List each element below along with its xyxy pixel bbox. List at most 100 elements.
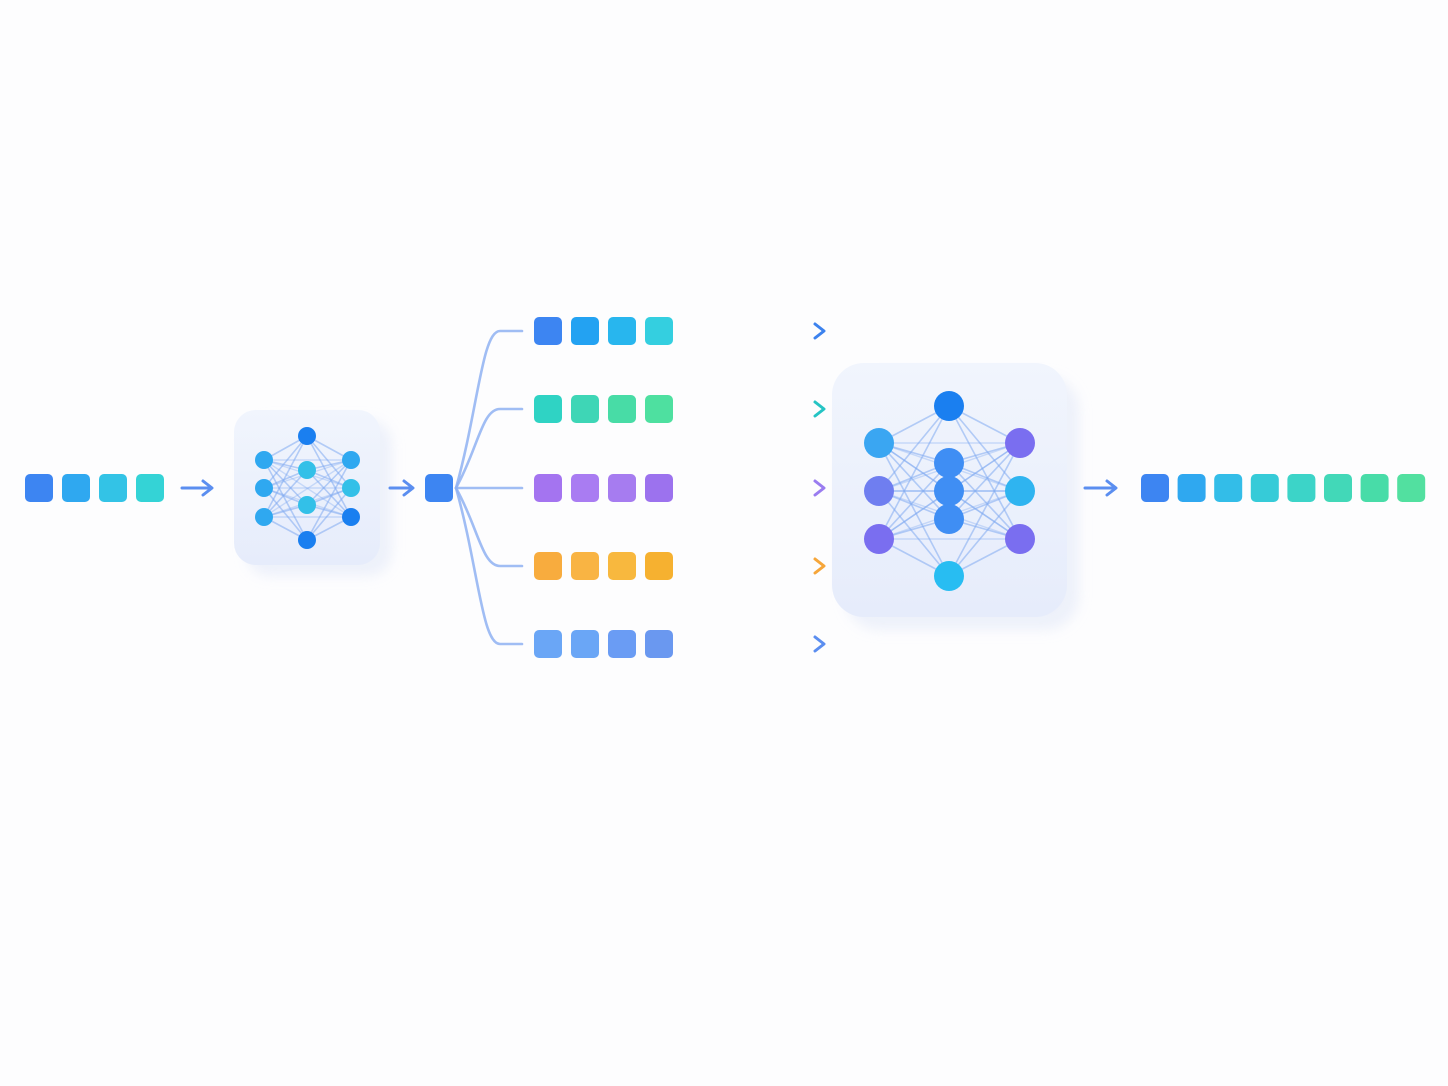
network-edge [878, 442, 950, 520]
branch-arrow-head [813, 322, 826, 340]
output-token [1324, 474, 1352, 502]
branch-connectors [454, 329, 524, 646]
branch-token [534, 630, 562, 658]
network-node [298, 496, 316, 514]
branch-token [571, 317, 599, 345]
branch-token [534, 395, 562, 423]
branch-token [608, 395, 636, 423]
network-edge [948, 462, 1021, 540]
arrow-line-head [1105, 479, 1118, 497]
network-edge [878, 405, 950, 540]
input-token [25, 474, 53, 502]
neural-network-icon [255, 427, 360, 549]
network-edge [878, 442, 950, 577]
branch-arrow-head [813, 400, 826, 418]
branch-token [571, 552, 599, 580]
branch-token [571, 630, 599, 658]
network-edge [263, 459, 352, 518]
network-edge [263, 459, 352, 518]
branch-arrow-head [813, 635, 826, 653]
output-token [1177, 474, 1206, 502]
branch-row [534, 630, 826, 658]
network-node [255, 508, 273, 526]
branch-token [645, 630, 673, 658]
input-token [136, 474, 164, 502]
neural-network-icon [864, 391, 1035, 591]
network-node [342, 508, 360, 526]
network-node [255, 451, 273, 469]
network-edge [263, 435, 308, 518]
network-node [298, 427, 316, 445]
network-edge [306, 435, 352, 518]
network-edge [948, 490, 1021, 577]
network-edge [263, 435, 308, 489]
output-token [1141, 474, 1169, 502]
network-edge [306, 435, 352, 489]
output-token [1360, 474, 1389, 502]
network-edge [263, 487, 308, 541]
network-edge [878, 462, 950, 540]
network-edge [948, 405, 1021, 540]
output-token-sequence [1141, 474, 1426, 502]
connector-line [454, 486, 524, 646]
branch-token [645, 395, 673, 423]
branch-token [645, 552, 673, 580]
branch-token [608, 474, 636, 502]
branch-token [534, 474, 562, 502]
network-node [1005, 524, 1035, 554]
network-node [298, 461, 316, 479]
network-edge [878, 490, 950, 577]
input-token [62, 474, 90, 502]
network-edge [948, 442, 1021, 520]
arrow-line-head [402, 479, 415, 497]
input-token-sequence [25, 474, 164, 502]
network-edge [948, 405, 1021, 492]
arrow-to-token [388, 479, 415, 497]
branch-token [534, 552, 562, 580]
network-node [864, 476, 894, 506]
network-node [934, 561, 964, 591]
encoder-panel [234, 410, 392, 576]
network-node [864, 524, 894, 554]
single-token [425, 474, 453, 502]
branch-token [571, 474, 599, 502]
arrow-line-head [201, 479, 214, 497]
network-node [1005, 428, 1035, 458]
network-node [342, 479, 360, 497]
input-token [99, 474, 127, 502]
branch-token [608, 317, 636, 345]
network-node [1005, 476, 1035, 506]
network-edge [263, 459, 308, 541]
branch-row [534, 552, 826, 580]
network-edge [263, 459, 308, 506]
branch-token [645, 317, 673, 345]
network-edge [878, 405, 950, 492]
branch-token [608, 630, 636, 658]
network-node [934, 504, 964, 534]
branch-row [534, 395, 826, 423]
network-edge [306, 459, 352, 541]
output-token [1250, 474, 1279, 502]
arrow-to-encoder [180, 479, 214, 497]
network-edge [306, 459, 352, 506]
branch-token [608, 552, 636, 580]
network-node [934, 448, 964, 478]
network-edge [306, 487, 352, 541]
output-token [1397, 474, 1426, 502]
branch-rows [534, 317, 826, 658]
connector-line [454, 407, 524, 490]
branch-row [534, 317, 826, 345]
output-token [1214, 474, 1243, 502]
network-node [342, 451, 360, 469]
branch-token [645, 474, 673, 502]
branch-token [571, 395, 599, 423]
network-node [934, 476, 964, 506]
network-node [934, 391, 964, 421]
connector-line [454, 486, 524, 568]
connector-line [454, 329, 524, 490]
branch-token [534, 317, 562, 345]
network-node [864, 428, 894, 458]
network-edge [948, 442, 1021, 577]
token [425, 474, 453, 502]
